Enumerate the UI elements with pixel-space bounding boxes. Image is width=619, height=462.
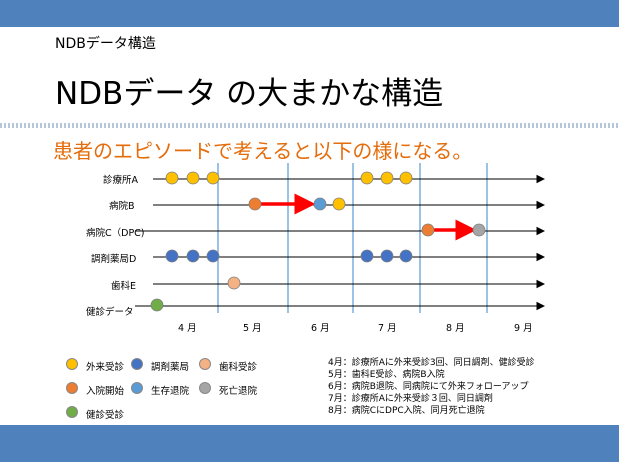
legend-checkup-icon bbox=[66, 406, 78, 418]
note-line: 6月：病院B退院、同病院にて外来フォローアップ bbox=[328, 382, 529, 392]
outpatient-dot bbox=[165, 171, 179, 185]
outpatient-dot bbox=[332, 197, 346, 211]
legend-discharge-death-icon bbox=[199, 382, 211, 394]
admission-dot bbox=[248, 197, 262, 211]
legend-admission-icon bbox=[66, 382, 78, 394]
page-title: NDBデータ の大まかな構造 bbox=[55, 76, 444, 112]
row-label-hospital-c: 病院C（DPC) bbox=[86, 228, 145, 239]
month-label: 6 月 bbox=[311, 323, 330, 334]
month-label: 5 月 bbox=[243, 323, 262, 334]
month-label: 7 月 bbox=[378, 323, 397, 334]
legend-dental-label: 歯科受診 bbox=[219, 362, 258, 373]
pharmacy-dot bbox=[186, 249, 200, 263]
pharmacy-dot bbox=[380, 249, 394, 263]
admission-dot bbox=[421, 223, 435, 237]
row-label-checkup: 健診データ bbox=[86, 307, 134, 318]
legend-pharmacy-icon bbox=[131, 358, 143, 370]
row-label-hospital-b: 病院B bbox=[109, 201, 135, 212]
month-label: 9 月 bbox=[514, 323, 533, 334]
legend-discharge-alive-label: 生存退院 bbox=[151, 386, 190, 397]
row-label-dental-e: 歯科E bbox=[111, 281, 137, 292]
legend-admission-label: 入院開始 bbox=[86, 386, 125, 397]
outpatient-dot bbox=[380, 171, 394, 185]
month-separators bbox=[217, 163, 488, 313]
outpatient-dot bbox=[399, 171, 413, 185]
legend-dental-icon bbox=[199, 358, 211, 370]
discharge-death-dot bbox=[472, 223, 486, 237]
checkup-dot bbox=[150, 298, 164, 312]
note-line: 7月：診療所Aに外来受診３回、同日調剤 bbox=[328, 394, 493, 404]
legend-outpatient-label: 外来受診 bbox=[86, 362, 125, 373]
note-line: 4月：診療所Aに外来受診3回、同日調剤、健診受診 bbox=[328, 358, 535, 368]
month-label: 8 月 bbox=[446, 323, 465, 334]
discharge-alive-dot bbox=[313, 197, 327, 211]
legend-discharge-alive-icon bbox=[131, 382, 143, 394]
pharmacy-dot bbox=[360, 249, 374, 263]
row-label-pharmacy-d: 調剤薬局D bbox=[91, 254, 137, 265]
dental-dot bbox=[227, 276, 241, 290]
pharmacy-dot bbox=[165, 249, 179, 263]
legend-checkup-label: 健診受診 bbox=[86, 410, 125, 421]
outpatient-dot bbox=[186, 171, 200, 185]
top-bar bbox=[0, 0, 619, 27]
legend-discharge-death-label: 死亡退院 bbox=[219, 386, 258, 397]
outpatient-dot bbox=[206, 171, 220, 185]
note-line: 5月：歯科E受診、病院B入院 bbox=[328, 370, 445, 380]
section-title: NDBデータ構造 bbox=[55, 36, 156, 52]
bottom-bar bbox=[0, 425, 619, 462]
month-label: 4 月 bbox=[178, 323, 197, 334]
note-line: 8月：病院CにDPC入院、同月死亡退院 bbox=[328, 406, 485, 416]
divider bbox=[0, 123, 619, 128]
pharmacy-dot bbox=[399, 249, 413, 263]
pharmacy-dot bbox=[206, 249, 220, 263]
legend-outpatient-icon bbox=[66, 358, 78, 370]
row-label-clinic-a: 診療所A bbox=[103, 175, 138, 186]
event-dots bbox=[150, 171, 486, 312]
legend-pharmacy-label: 調剤薬局 bbox=[151, 362, 190, 373]
outpatient-dot bbox=[360, 171, 374, 185]
subtitle: 患者のエピソードで考えると以下の様になる。 bbox=[53, 139, 473, 163]
